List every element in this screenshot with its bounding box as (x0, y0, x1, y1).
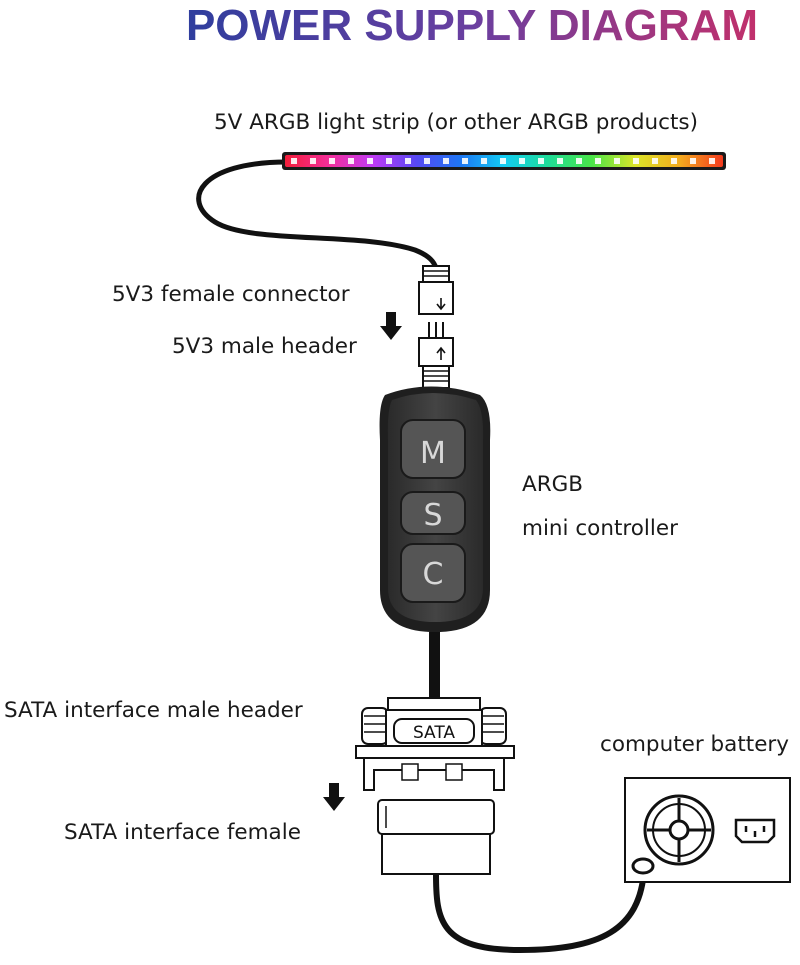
color-button[interactable] (400, 543, 466, 603)
led-dot (443, 158, 449, 164)
led-dot (614, 158, 620, 164)
power-socket-icon (734, 818, 776, 844)
led-dot (424, 158, 430, 164)
down-arrow-icon (436, 298, 446, 311)
up-arrow-icon (436, 346, 446, 360)
female-connector-label: 5V3 female connector (112, 282, 350, 307)
male-header-pins (428, 322, 444, 338)
sata-connect-arrow-icon (323, 783, 345, 811)
controller-label-line2: mini controller (522, 516, 678, 541)
led-dot (519, 158, 525, 164)
speed-button-label: S (423, 498, 442, 533)
led-dot (557, 158, 563, 164)
led-dot (576, 158, 582, 164)
led-dot (291, 158, 297, 164)
led-dot (595, 158, 601, 164)
computer-battery (624, 777, 791, 883)
sata-male-header: SATA (355, 697, 515, 791)
sata-plate (393, 718, 475, 744)
sata-plate-label: SATA (413, 723, 455, 743)
controller-label-line1: ARGB (522, 472, 584, 497)
led-dot (690, 158, 696, 164)
strip-cable (196, 159, 439, 269)
male-header (418, 337, 454, 389)
sata-male-label: SATA interface male header (4, 698, 303, 723)
male-header-label: 5V3 male header (172, 334, 357, 359)
sata-female-connector (377, 799, 495, 875)
connect-arrow-icon (380, 312, 402, 340)
led-dot (310, 158, 316, 164)
led-dot (348, 158, 354, 164)
light-strip-label: 5V ARGB light strip (or other ARGB produ… (214, 110, 699, 135)
diagram-title-text: POWER SUPPLY DIAGRAM (186, 1, 758, 50)
led-dot (652, 158, 658, 164)
controller-cable (429, 632, 440, 700)
cable-grommet (631, 857, 655, 875)
diagram-title: POWER SUPPLY DIAGRAM (0, 0, 800, 50)
psu-cable (433, 869, 647, 954)
led-dot (481, 158, 487, 164)
argb-mini-controller: M S C (379, 386, 491, 632)
sata-female-label: SATA interface female (64, 820, 301, 845)
led-dot (538, 158, 544, 164)
mode-button[interactable] (400, 419, 466, 479)
female-connector (418, 265, 454, 315)
led-dot (405, 158, 411, 164)
led-dot (386, 158, 392, 164)
battery-label: computer battery (600, 732, 789, 757)
mode-button-label: M (420, 436, 446, 471)
led-dot (633, 158, 639, 164)
led-strip (282, 152, 726, 170)
color-button-label: C (423, 557, 444, 592)
led-dot (709, 158, 715, 164)
led-dot (367, 158, 373, 164)
led-dot (329, 158, 335, 164)
speed-button[interactable] (400, 491, 466, 535)
led-dot (500, 158, 506, 164)
led-dot (671, 158, 677, 164)
led-dot (462, 158, 468, 164)
